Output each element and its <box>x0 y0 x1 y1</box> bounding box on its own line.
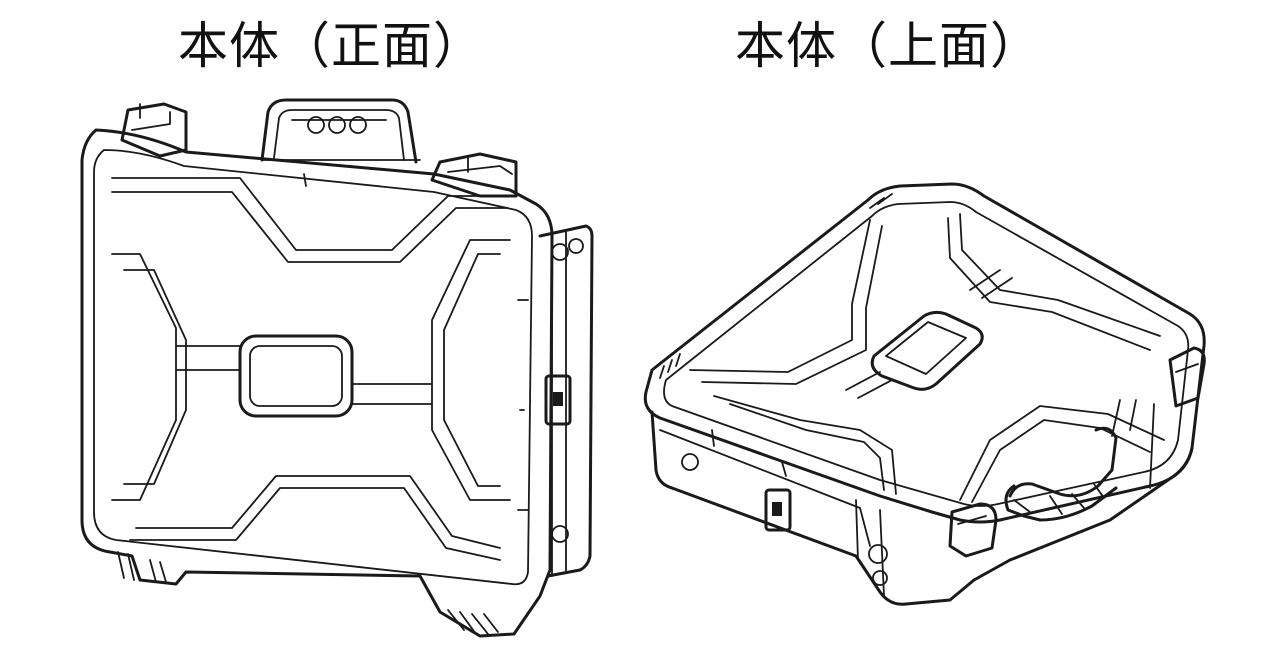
case-top-view <box>643 182 1206 606</box>
top-view-label: 本体（上面） <box>735 17 1041 75</box>
latch-left <box>120 102 188 158</box>
case-front-view <box>80 98 594 638</box>
handle <box>260 98 421 164</box>
side-handle <box>1004 426 1118 522</box>
front-view-label: 本体（正面） <box>178 17 484 75</box>
